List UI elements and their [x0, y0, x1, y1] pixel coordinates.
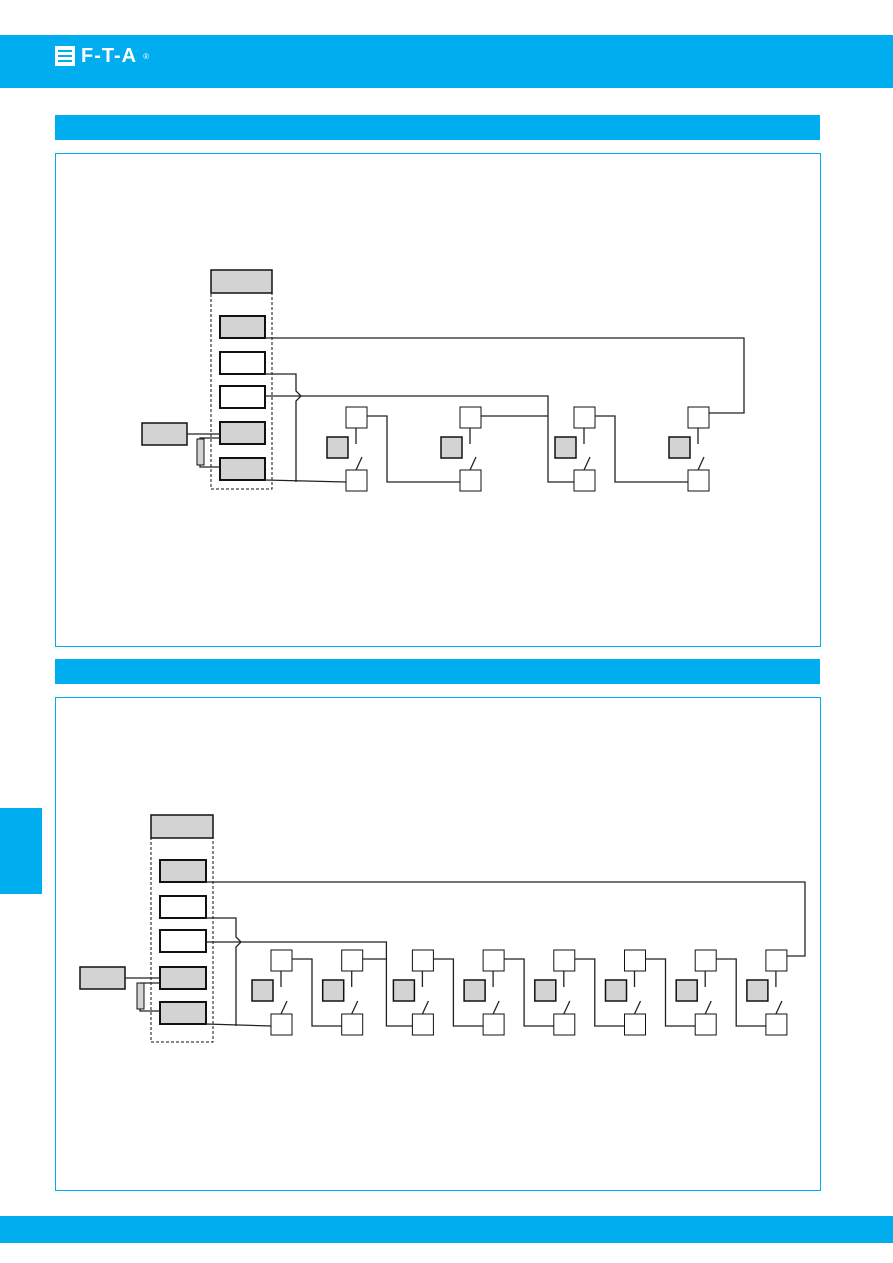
d2-station-5-top — [553, 949, 576, 972]
d2-station-8-top — [765, 949, 788, 972]
d1-panel-module-5 — [219, 457, 266, 481]
d2-switch-8-icon — [775, 1000, 783, 1015]
d2-switch-6-icon — [633, 1000, 642, 1015]
d2-switch-2-icon — [351, 1000, 359, 1015]
d2-res-wire-2 — [139, 1009, 160, 1012]
d2-station-1-top — [270, 949, 293, 972]
d1-station-3-bottom — [573, 469, 596, 492]
d1-panel-module-2 — [219, 351, 266, 375]
d1-switch-1-icon — [355, 456, 363, 471]
d1-panel-module-3 — [219, 385, 266, 409]
d2-link-1-2 — [292, 958, 342, 1027]
d1-wire-module-3 — [265, 395, 574, 483]
diagram-frame-1 — [55, 153, 821, 647]
d2-wire-module-3 — [206, 941, 413, 1027]
d1-station-3-sensor — [554, 436, 577, 459]
d2-station-4-top — [482, 949, 505, 972]
d2-panel-module-1 — [159, 859, 207, 883]
d2-panel-module-3 — [159, 929, 207, 953]
d2-station-3-top — [411, 949, 434, 972]
d1-station-1-sensor — [326, 436, 349, 459]
d2-switch-4-icon — [492, 1000, 500, 1015]
logo-mark-icon — [55, 46, 75, 66]
d1-wire-to-station-1 — [264, 479, 347, 483]
fta-logo: F-T-A ® — [55, 46, 149, 66]
d2-station-6-bottom — [624, 1013, 646, 1036]
d2-station-4-sensor — [463, 979, 486, 1002]
footer-band — [0, 1216, 893, 1243]
d2-switch-3-icon — [421, 1000, 429, 1015]
d1-station-4-bottom — [687, 469, 710, 492]
d1-switch-3-icon — [583, 456, 591, 471]
d2-link-7-8 — [716, 958, 766, 1027]
d2-station-7-top — [694, 949, 717, 972]
d2-station-3-sensor — [392, 979, 416, 1002]
d1-res-wire-2 — [199, 465, 220, 468]
d2-wire-to-station-1 — [205, 1023, 272, 1027]
d2-station-5-sensor — [534, 979, 557, 1002]
d2-resistor — [136, 982, 145, 1010]
d2-switch-1-icon — [280, 1000, 288, 1015]
d1-station-2-sensor — [440, 436, 463, 459]
logo-text: F-T-A — [81, 45, 138, 67]
d2-link-5-6 — [574, 958, 625, 1027]
d1-bus-wire — [265, 373, 302, 482]
d2-station-2-top — [341, 949, 364, 972]
d2-station-1-sensor — [251, 979, 274, 1002]
d2-panel-header — [150, 814, 214, 839]
d1-panel-module-4 — [219, 421, 266, 445]
d2-station-6-top — [624, 949, 646, 972]
d2-station-6-sensor — [604, 979, 628, 1002]
d2-station-2-bottom — [341, 1013, 364, 1036]
d2-station-4-bottom — [482, 1013, 505, 1036]
d2-panel-module-4 — [159, 966, 207, 990]
d2-station-1-bottom — [270, 1013, 293, 1036]
d1-switch-4-icon — [697, 456, 705, 471]
d2-station-2-sensor — [321, 979, 345, 1002]
d2-switch-5-icon — [563, 1000, 571, 1015]
d2-link-6-7 — [645, 958, 696, 1027]
d2-link-3-4 — [433, 958, 484, 1027]
section-bar-1 — [55, 115, 820, 140]
d1-return-wire — [265, 337, 745, 414]
d2-panel-dashed-outline — [150, 837, 214, 1043]
diagram-frame-2 — [55, 697, 821, 1191]
d2-panel-module-5 — [159, 1001, 207, 1025]
d2-station-8-sensor — [746, 979, 769, 1002]
d2-station-8-bottom — [765, 1013, 788, 1036]
d1-station-1-bottom — [345, 469, 368, 492]
d2-return-wire — [206, 881, 806, 957]
d1-link-1-2 — [367, 415, 460, 483]
d2-station-3-bottom — [411, 1013, 434, 1036]
d1-station-3-top — [573, 406, 596, 429]
d2-bus-wire — [206, 917, 242, 1026]
d1-switch-2-icon — [469, 456, 477, 471]
d1-panel-module-1 — [219, 315, 266, 339]
section-bar-2 — [55, 659, 820, 684]
d2-station-5-bottom — [553, 1013, 576, 1036]
d1-station-2-bottom — [459, 469, 482, 492]
d2-station-7-sensor — [675, 979, 698, 1002]
d1-external-unit — [141, 422, 188, 446]
d2-external-unit — [79, 966, 126, 990]
logo-registered: ® — [143, 51, 149, 61]
d2-panel-module-2 — [159, 895, 207, 919]
d1-resistor — [196, 438, 205, 466]
d1-panel-header — [210, 269, 273, 294]
d1-station-4-top — [687, 406, 710, 429]
d1-station-4-sensor — [668, 436, 691, 459]
d1-panel-dashed-outline — [210, 292, 273, 490]
d2-switch-7-icon — [704, 1000, 712, 1015]
d1-res-wire-1 — [199, 437, 220, 439]
side-tab — [0, 808, 42, 894]
header-band — [0, 35, 893, 88]
d1-link-3-4 — [595, 415, 688, 483]
d2-station-7-bottom — [694, 1013, 717, 1036]
d1-station-2-top — [459, 406, 482, 429]
d1-station-1-top — [345, 406, 368, 429]
d2-link-4-5 — [504, 958, 554, 1027]
